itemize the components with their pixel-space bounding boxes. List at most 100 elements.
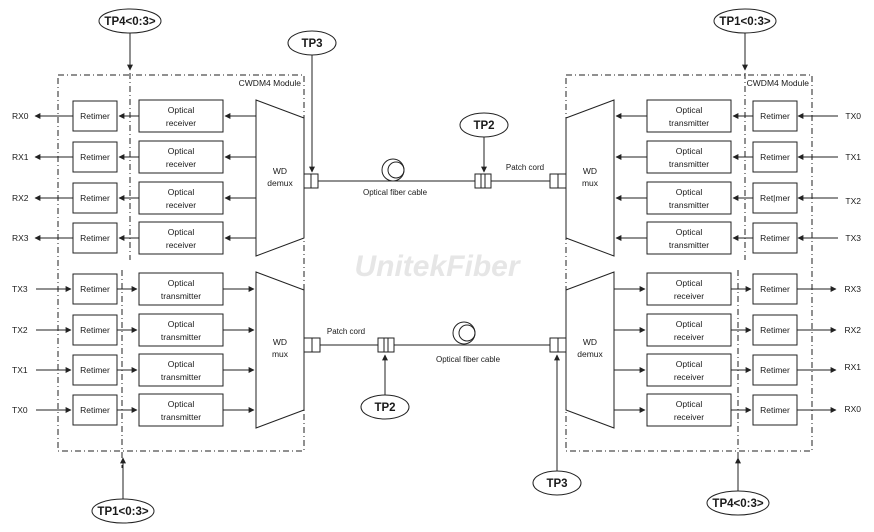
lane-label: TX0 xyxy=(12,405,28,415)
mux-label-1: WD xyxy=(273,337,287,347)
right-module-title: CWDM4 Module xyxy=(747,78,810,88)
demux-label-1: WD xyxy=(273,166,287,176)
left-tx-section: TX3 Retimer Optical transmitter TX2 Reti… xyxy=(12,271,305,429)
optical-transmitter-block xyxy=(646,140,732,174)
lane-label: TX0 xyxy=(845,111,861,121)
retimer-block xyxy=(752,314,798,346)
receiver-label-2: receiver xyxy=(674,412,704,422)
lane-label: TX3 xyxy=(845,233,861,243)
tp1-left-callout: TP1<0:3> xyxy=(91,457,155,524)
tp-label: TP3 xyxy=(301,38,322,50)
tp1-right-callout: TP1<0:3> xyxy=(713,8,777,71)
receiver-label-1: Optical xyxy=(168,146,195,156)
receiver-label-2: receiver xyxy=(674,332,704,342)
retimer-block xyxy=(72,354,118,386)
optical-receiver-block xyxy=(138,181,224,215)
transmitter-label-2: transmitter xyxy=(161,332,201,342)
transmitter-label-2: transmitter xyxy=(669,159,709,169)
retimer-label: Retimer xyxy=(760,325,790,335)
retimer-block xyxy=(72,394,118,426)
optical-receiver-block xyxy=(646,393,732,427)
transmitter-label-1: Optical xyxy=(168,278,195,288)
optical-transmitter-block xyxy=(138,353,224,387)
transmitter-label-1: Optical xyxy=(168,319,195,329)
transmitter-label-2: transmitter xyxy=(161,291,201,301)
transmitter-label-1: Optical xyxy=(168,399,195,409)
optical-receiver-block xyxy=(138,221,224,255)
left-module-title: CWDM4 Module xyxy=(239,78,302,88)
lane-label: TX2 xyxy=(845,196,861,206)
bottom-fiber-link: Patch cord Optical fiber cable xyxy=(303,321,567,364)
tp3-bottom-callout: TP3 xyxy=(532,354,582,496)
left-tx-lane: TX3 Retimer Optical transmitter xyxy=(12,272,255,306)
tp-label: TP3 xyxy=(546,478,567,490)
connector xyxy=(474,173,492,189)
lane-label: TX3 xyxy=(12,284,28,294)
retimer-label: Retimer xyxy=(80,405,110,415)
lane-label: RX0 xyxy=(12,111,29,121)
receiver-label-2: receiver xyxy=(674,291,704,301)
optical-receiver-block xyxy=(646,272,732,306)
demux-label-2: demux xyxy=(267,178,293,188)
wd-demux-left xyxy=(255,99,305,257)
receiver-label-1: Optical xyxy=(168,105,195,115)
receiver-label-2: receiver xyxy=(674,372,704,382)
retimer-label: Retimer xyxy=(760,284,790,294)
fiber-cable-label: Optical fiber cable xyxy=(363,188,428,197)
retimer-block xyxy=(72,141,118,173)
right-tx-lane: TX3 Retimer Optical transmitter xyxy=(615,221,861,255)
receiver-label-1: Optical xyxy=(676,278,703,288)
retimer-block xyxy=(72,100,118,132)
retimer-label: Retimer xyxy=(80,365,110,375)
receiver-label-1: Optical xyxy=(676,359,703,369)
retimer-block xyxy=(752,394,798,426)
left-rx-section: RX0 Retimer Optical receiver RX1 Retimer… xyxy=(12,99,305,257)
lane-label: RX2 xyxy=(12,193,29,203)
optical-receiver-block xyxy=(138,140,224,174)
retimer-block xyxy=(752,273,798,305)
receiver-label-1: Optical xyxy=(168,227,195,237)
receiver-label-2: receiver xyxy=(166,159,196,169)
receiver-label-2: receiver xyxy=(166,118,196,128)
receiver-label-1: Optical xyxy=(168,187,195,197)
retimer-label: Retimer xyxy=(760,405,790,415)
receiver-label-2: receiver xyxy=(166,200,196,210)
wd-mux-right xyxy=(565,99,615,257)
right-tx-lane: TX2 Ret|mer Optical transmitter xyxy=(615,181,861,215)
tp4-right-callout: TP4<0:3> xyxy=(706,457,770,516)
demux-label-1: WD xyxy=(583,337,597,347)
tp2-bottom-callout: TP2 xyxy=(360,354,410,420)
tp3-top-callout: TP3 xyxy=(287,30,337,173)
mux-label-2: mux xyxy=(582,178,599,188)
left-rx-lane: RX3 Retimer Optical receiver xyxy=(12,221,256,255)
right-rx-section: RX3 Retimer Optical receiver RX2 Retimer… xyxy=(565,271,861,429)
demux-label-2: demux xyxy=(577,349,603,359)
retimer-label: Retimer xyxy=(80,233,110,243)
left-rx-lane: RX2 Retimer Optical receiver xyxy=(12,181,256,215)
retimer-block xyxy=(72,314,118,346)
retimer-block xyxy=(752,100,798,132)
lane-label: RX1 xyxy=(12,152,29,162)
retimer-label: Retimer xyxy=(80,284,110,294)
tp-label: TP4<0:3> xyxy=(712,498,763,510)
optical-transmitter-block xyxy=(646,181,732,215)
left-tx-lane: TX2 Retimer Optical transmitter xyxy=(12,313,255,347)
tp-label: TP2 xyxy=(374,402,395,414)
retimer-block xyxy=(72,182,118,214)
transmitter-label-1: Optical xyxy=(676,105,703,115)
left-rx-lane: RX0 Retimer Optical receiver xyxy=(12,99,256,133)
right-rx-lane: RX3 Retimer Optical receiver xyxy=(614,272,861,306)
receiver-label-1: Optical xyxy=(676,399,703,409)
wd-mux-left xyxy=(255,271,305,429)
retimer-label: Retimer xyxy=(80,152,110,162)
mux-label-1: WD xyxy=(583,166,597,176)
transmitter-label-1: Optical xyxy=(168,359,195,369)
optical-transmitter-block xyxy=(138,313,224,347)
retimer-block xyxy=(752,182,798,214)
transmitter-label-2: transmitter xyxy=(161,412,201,422)
tp4-left-callout: TP4<0:3> xyxy=(98,8,162,71)
lane-label: RX3 xyxy=(12,233,29,243)
mux-label-2: mux xyxy=(272,349,289,359)
transmitter-label-1: Optical xyxy=(676,227,703,237)
